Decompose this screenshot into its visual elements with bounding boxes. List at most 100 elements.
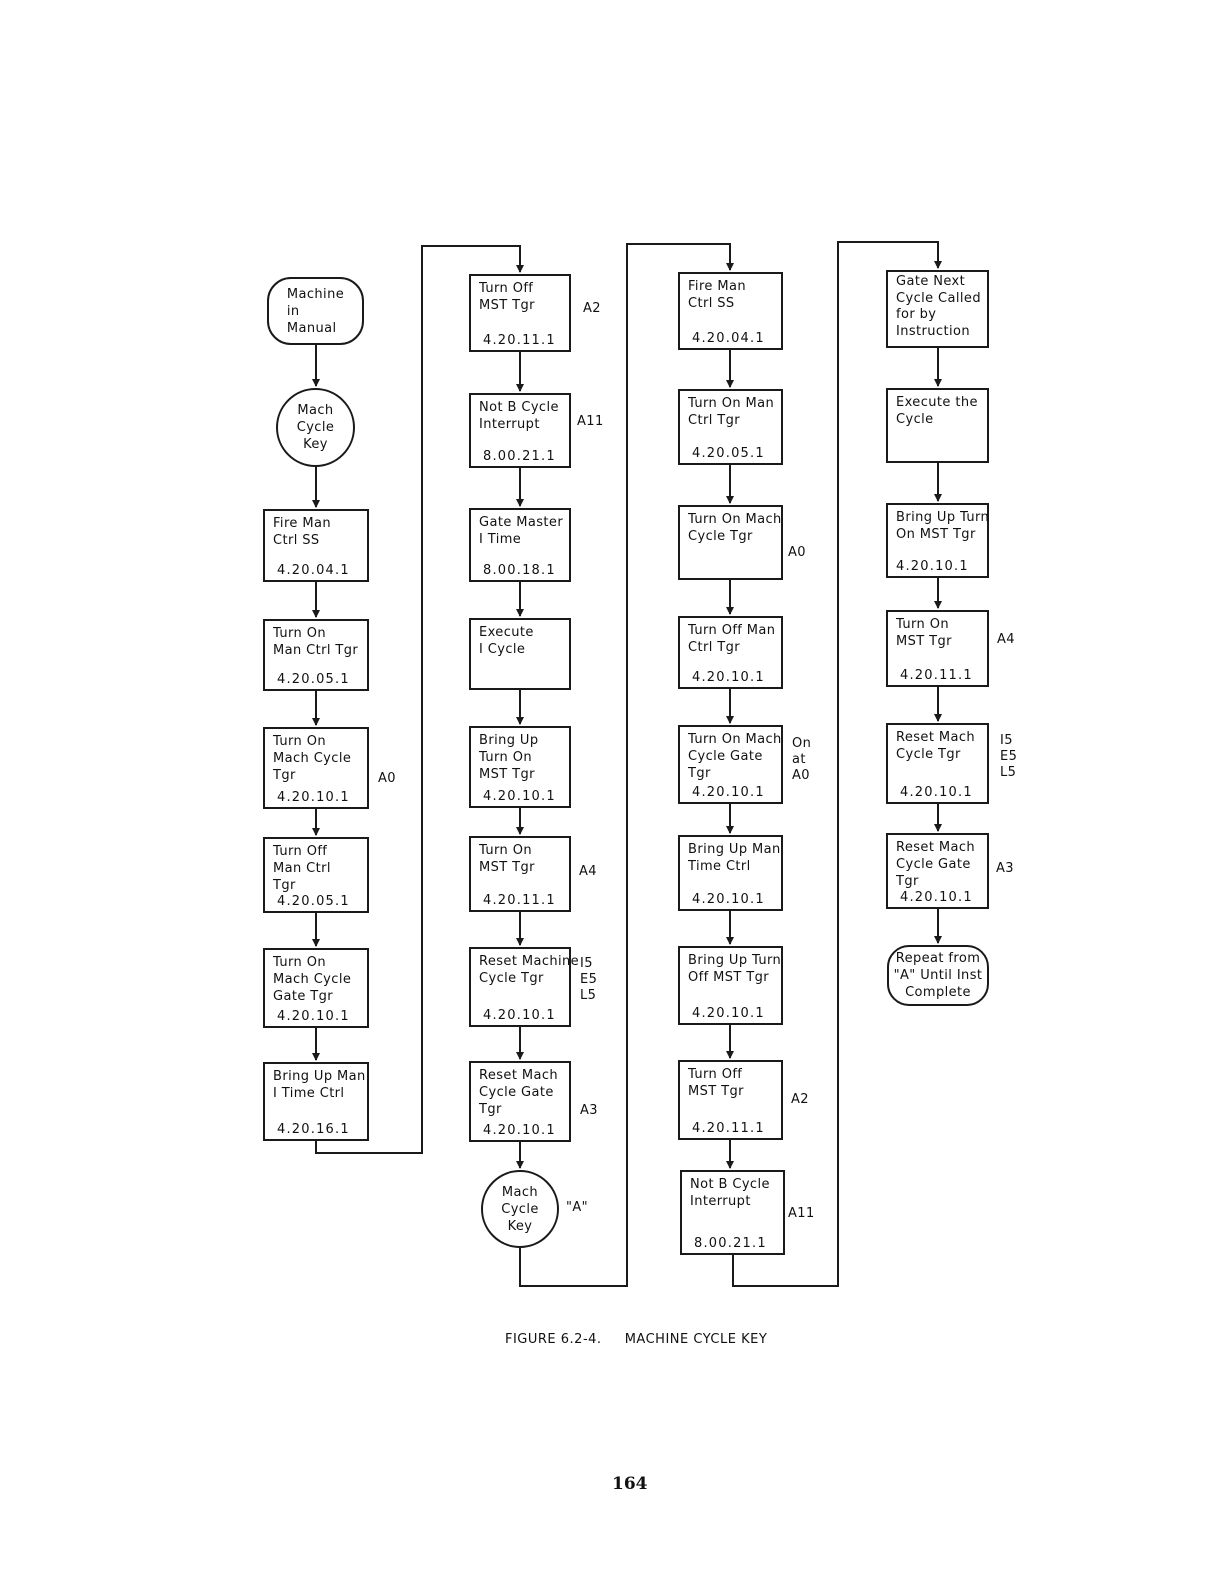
c4-note-i5-e5-l5: I5 E5 L5 <box>1000 733 1018 780</box>
end-terminal: Repeat from "A" Until Inst Complete <box>887 945 989 1006</box>
c2-execute-i-cycle: Execute I Cycle <box>469 618 571 690</box>
box-text: Turn On MST Tgr <box>479 843 535 875</box>
box-text: Not B Cycle Interrupt <box>479 400 559 432</box>
c2-bring-up-turn-on-mst-tgr: Bring Up Turn On MST Tgr 4.20.10.1 <box>469 726 571 808</box>
c2-not-b-cycle-interrupt: Not B Cycle Interrupt 8.00.21.1 <box>469 393 571 468</box>
connector-col1-to-col2 <box>315 245 524 1154</box>
box-text: Fire Man Ctrl SS <box>688 279 746 311</box>
start-terminal-text: Machine in Manual <box>286 286 345 336</box>
mach-cycle-key-text: Mach Cycle Key <box>296 403 335 452</box>
box-text: Turn On Man Ctrl Tgr <box>688 396 775 428</box>
connector-col2-to-col3 <box>519 243 734 1287</box>
c4-note-a3: A3 <box>996 861 1014 876</box>
box-ref: 4.20.10.1 <box>692 892 765 907</box>
c4-bring-up-turn-on-mst-tgr: Bring Up Turn On MST Tgr 4.20.10.1 <box>886 503 989 578</box>
box-text: Turn On MST Tgr <box>896 617 952 649</box>
c3-bring-up-turn-off-mst-tgr: Bring Up Turn Off MST Tgr 4.20.10.1 <box>678 946 783 1025</box>
mach-cycle-key-text: Mach Cycle Key <box>501 1184 539 1234</box>
box-ref: 4.20.16.1 <box>277 1122 350 1137</box>
c4-turn-on-mst-tgr: Turn On MST Tgr 4.20.11.1 <box>886 610 989 687</box>
page-number: 164 <box>612 1474 648 1494</box>
c3-note-on-at-a0: On at A0 <box>792 736 812 783</box>
c3-turn-on-mach-cycle-gate-tgr: Turn On Mach Cycle Gate Tgr 4.20.10.1 <box>678 725 783 804</box>
c3-not-b-cycle-interrupt: Not B Cycle Interrupt 8.00.21.1 <box>680 1170 785 1255</box>
box-text: Turn Off MST Tgr <box>688 1067 744 1099</box>
box-ref: 4.20.10.1 <box>483 1123 556 1138</box>
box-ref: 8.00.21.1 <box>694 1236 767 1251</box>
box-ref: 4.20.10.1 <box>277 790 350 805</box>
box-text: Bring Up Man I Time Ctrl <box>273 1069 366 1101</box>
c2-turn-on-mst-tgr: Turn On MST Tgr 4.20.11.1 <box>469 836 571 912</box>
box-text: Gate Next Cycle Called for by Instructio… <box>896 274 981 339</box>
c1-turn-on-man-ctrl-tgr: Turn On Man Ctrl Tgr 4.20.05.1 <box>263 619 369 691</box>
c1-bring-up-man-i-time-ctrl: Bring Up Man I Time Ctrl 4.20.16.1 <box>263 1062 369 1141</box>
box-text: Turn Off MST Tgr <box>479 281 535 313</box>
box-ref: 4.20.04.1 <box>277 563 350 578</box>
box-ref: 4.20.11.1 <box>900 668 973 683</box>
box-ref: 4.20.11.1 <box>692 1121 765 1136</box>
box-text: Bring Up Turn On MST Tgr <box>896 510 990 542</box>
c3-turn-on-man-ctrl-tgr: Turn On Man Ctrl Tgr 4.20.05.1 <box>678 389 783 465</box>
box-ref: 4.20.10.1 <box>277 1009 350 1024</box>
box-text: Execute the Cycle <box>896 395 978 427</box>
c4-reset-mach-cycle-gate-tgr: Reset Mach Cycle Gate Tgr 4.20.10.1 <box>886 833 989 909</box>
c2-note-i5-e5-l5: I5 E5 L5 <box>580 956 598 1003</box>
box-text: Execute I Cycle <box>479 625 534 657</box>
c2-turn-off-mst-tgr: Turn Off MST Tgr 4.20.11.1 <box>469 274 571 352</box>
box-ref: 4.20.10.1 <box>900 890 973 905</box>
c1-fire-man-ctrl-ss: Fire Man Ctrl SS 4.20.04.1 <box>263 509 369 582</box>
box-ref: 4.20.05.1 <box>692 446 765 461</box>
end-terminal-text: Repeat from "A" Until Inst Complete <box>893 951 983 1000</box>
c1-turn-on-mach-cycle-gate-tgr: Turn On Mach Cycle Gate Tgr 4.20.10.1 <box>263 948 369 1028</box>
c1-note-a0: A0 <box>378 771 396 786</box>
box-ref: 4.20.11.1 <box>483 333 556 348</box>
box-text: Turn On Mach Cycle Tgr <box>688 512 782 544</box>
box-text: Reset Mach Cycle Tgr <box>896 730 976 762</box>
c1-turn-off-man-ctrl-tgr: Turn Off Man Ctrl Tgr 4.20.05.1 <box>263 837 369 913</box>
entry-point-label-a: "A" <box>566 1200 589 1215</box>
c3-bring-up-man-time-ctrl: Bring Up Man Time Ctrl 4.20.10.1 <box>678 835 783 911</box>
c2-note-a3: A3 <box>580 1103 598 1118</box>
box-ref: 4.20.11.1 <box>483 893 556 908</box>
c3-fire-man-ctrl-ss: Fire Man Ctrl SS 4.20.04.1 <box>678 272 783 350</box>
connector-col3-to-col4 <box>732 241 942 1287</box>
box-text: Turn Off Man Ctrl Tgr <box>273 844 331 893</box>
box-text: Not B Cycle Interrupt <box>690 1177 770 1209</box>
box-ref: 4.20.10.1 <box>483 789 556 804</box>
box-text: Reset Machine Cycle Tgr <box>479 954 580 986</box>
box-ref: 4.20.10.1 <box>896 559 969 574</box>
box-ref: 4.20.05.1 <box>277 672 350 687</box>
box-text: Turn Off Man Ctrl Tgr <box>688 623 776 655</box>
c2-reset-mach-cycle-gate-tgr: Reset Mach Cycle Gate Tgr 4.20.10.1 <box>469 1061 571 1142</box>
mach-cycle-key-connector: Mach Cycle Key <box>276 388 355 467</box>
c4-execute-the-cycle: Execute the Cycle <box>886 388 989 463</box>
box-ref: 4.20.05.1 <box>277 894 350 909</box>
box-ref: 4.20.10.1 <box>483 1008 556 1023</box>
box-ref: 4.20.10.1 <box>900 785 973 800</box>
box-text: Fire Man Ctrl SS <box>273 516 331 548</box>
box-ref: 8.00.21.1 <box>483 449 556 464</box>
start-terminal: Machine in Manual <box>267 277 364 345</box>
c2-note-a11: A11 <box>577 414 604 429</box>
box-ref: 4.20.04.1 <box>692 331 765 346</box>
mach-cycle-key-connector-a: Mach Cycle Key <box>481 1170 559 1248</box>
box-text: Turn On Man Ctrl Tgr <box>273 626 359 658</box>
box-text: Turn On Mach Cycle Gate Tgr <box>688 732 782 781</box>
box-text: Gate Master I Time <box>479 515 564 547</box>
c4-reset-mach-cycle-tgr: Reset Mach Cycle Tgr 4.20.10.1 <box>886 723 989 804</box>
c2-note-a4: A4 <box>579 864 597 879</box>
box-text: Turn On Mach Cycle Tgr <box>273 734 352 783</box>
c3-note-a11: A11 <box>788 1206 815 1221</box>
c3-turn-on-mach-cycle-tgr: Turn On Mach Cycle Tgr <box>678 505 783 580</box>
c3-note-a2: A2 <box>791 1092 809 1107</box>
box-ref: 4.20.10.1 <box>692 1006 765 1021</box>
c1-turn-on-mach-cycle-tgr: Turn On Mach Cycle Tgr 4.20.10.1 <box>263 727 369 809</box>
c4-note-a4: A4 <box>997 632 1015 647</box>
c2-gate-master-i-time: Gate Master I Time 8.00.18.1 <box>469 508 571 582</box>
figure-caption: FIGURE 6.2-4. MACHINE CYCLE KEY <box>505 1332 768 1347</box>
box-text: Bring Up Turn On MST Tgr <box>479 733 539 782</box>
box-text: Bring Up Turn Off MST Tgr <box>688 953 782 985</box>
box-text: Reset Mach Cycle Gate Tgr <box>896 840 976 889</box>
